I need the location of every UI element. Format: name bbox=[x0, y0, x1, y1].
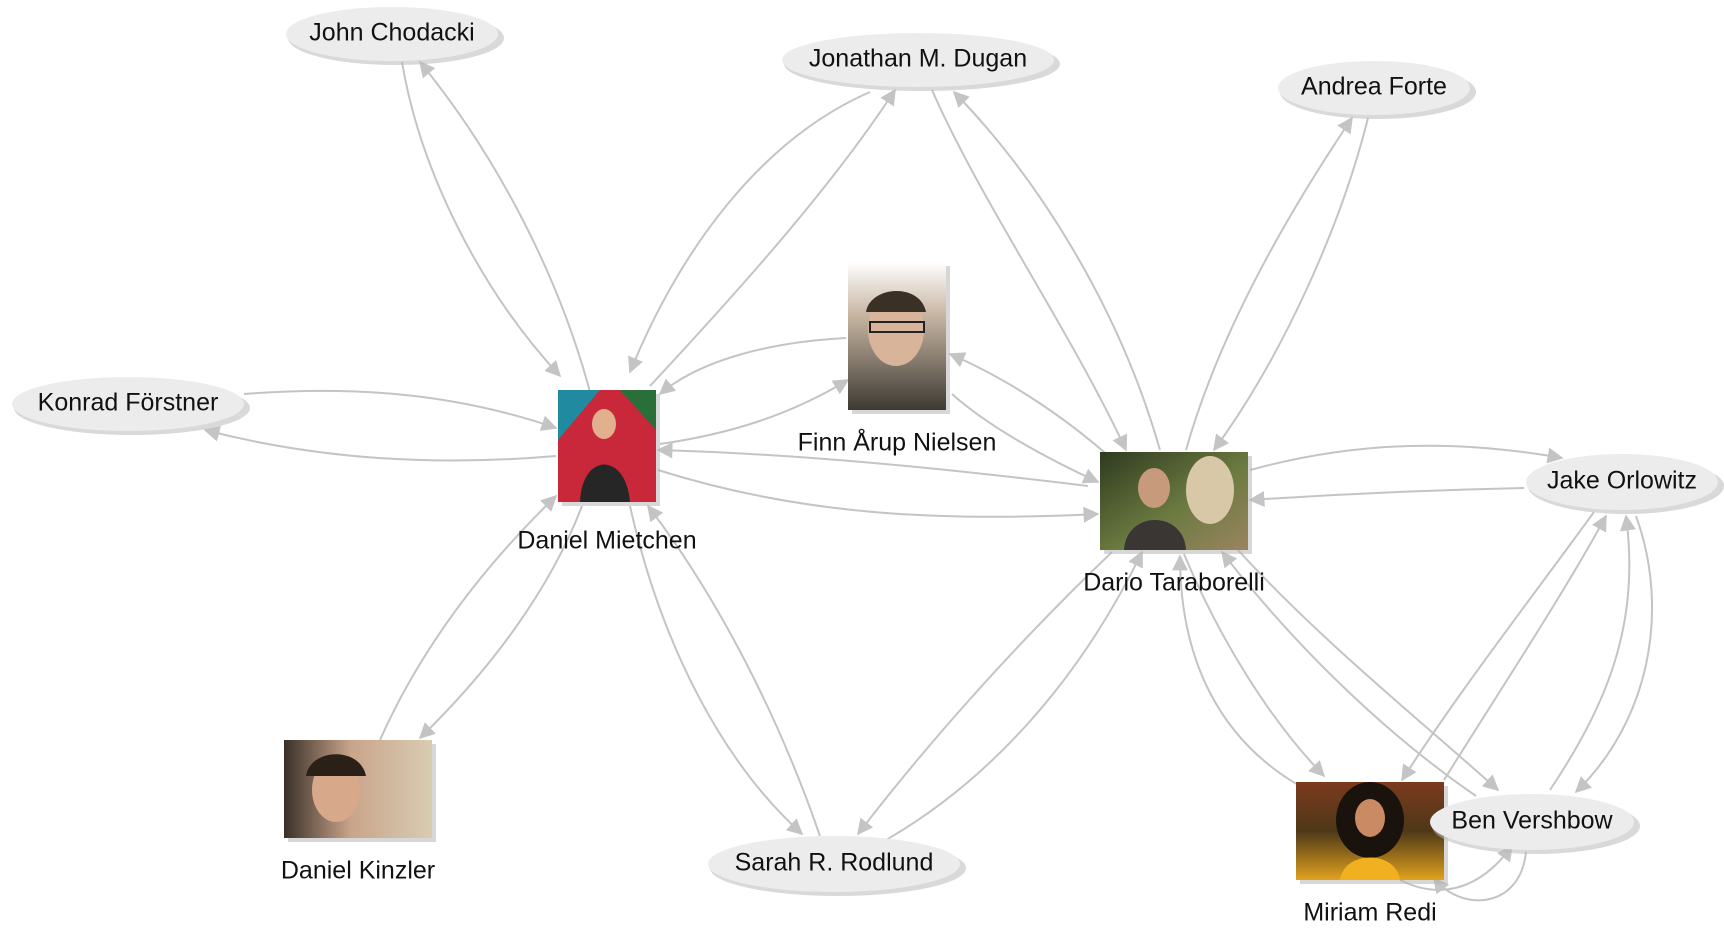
hair-shape bbox=[306, 754, 366, 776]
node-label: Dario Taraborelli bbox=[1083, 569, 1265, 597]
edge-andrea-to-dario bbox=[1213, 117, 1369, 452]
edge-danielm-to-finn bbox=[659, 379, 850, 445]
node-ellipse bbox=[782, 33, 1054, 87]
node-label: Ben Vershbow bbox=[1451, 807, 1613, 835]
node-label: Finn Årup Nielsen bbox=[798, 427, 997, 457]
edge-ben-to-miriam bbox=[1433, 851, 1527, 902]
node-label: Daniel Kinzler bbox=[281, 857, 435, 885]
node-sarah-r-rodlund[interactable]: Sarah R. Rodlund bbox=[708, 836, 966, 896]
node-ellipse bbox=[12, 377, 244, 431]
face-shape bbox=[1355, 799, 1385, 837]
glasses-shape bbox=[869, 321, 925, 333]
node-ellipse bbox=[1526, 454, 1718, 510]
node-konrad-forstner[interactable]: Konrad Förstner bbox=[12, 377, 250, 435]
edge-danielm-to-konrad bbox=[203, 425, 557, 462]
node-jonathan-m-dugan[interactable]: Jonathan M. Dugan bbox=[782, 33, 1060, 91]
jacket-shape bbox=[1124, 520, 1186, 550]
background-shape bbox=[558, 390, 600, 440]
node-ellipse bbox=[1278, 61, 1470, 115]
edge-dario-to-miriam bbox=[1183, 553, 1326, 778]
edge-dario-to-danielm bbox=[656, 442, 1089, 487]
edge-jonathan-to-dario bbox=[931, 89, 1128, 452]
edge-jake-to-miriam bbox=[1401, 511, 1595, 782]
node-ellipse bbox=[1430, 794, 1634, 850]
node-john-chodacki[interactable]: John Chodacki bbox=[286, 7, 504, 65]
edge-sarah-to-danielm bbox=[647, 504, 821, 837]
edge-dario-to-sarah bbox=[857, 551, 1113, 836]
edge-danielm-to-sarah bbox=[629, 505, 804, 836]
node-label: Jake Orlowitz bbox=[1547, 467, 1697, 495]
node-ellipse bbox=[286, 7, 498, 61]
node-jake-orlowitz[interactable]: Jake Orlowitz bbox=[1526, 454, 1724, 514]
node-label: Andrea Forte bbox=[1301, 73, 1447, 101]
edge-sarah-to-dario bbox=[885, 550, 1143, 841]
edge-dario-to-andrea bbox=[1185, 116, 1353, 451]
top-shape bbox=[1340, 857, 1400, 880]
node-label: Miriam Redi bbox=[1303, 899, 1436, 927]
edge-john-to-danielm bbox=[401, 61, 562, 378]
edge-jonathan-to-danielm bbox=[628, 91, 871, 374]
background-shape bbox=[620, 390, 656, 430]
node-label: Jonathan M. Dugan bbox=[809, 45, 1027, 73]
suit-shape bbox=[580, 464, 630, 502]
node-dario-taraborelli[interactable]: Dario Taraborelli bbox=[1083, 452, 1265, 597]
edge-finn-to-danielm bbox=[658, 337, 847, 396]
node-label: Konrad Förstner bbox=[38, 389, 219, 417]
node-andrea-forte[interactable]: Andrea Forte bbox=[1278, 61, 1476, 119]
node-ben-vershbow[interactable]: Ben Vershbow bbox=[1430, 794, 1640, 854]
edge-jake-to-dario bbox=[1248, 487, 1525, 508]
edge-danielm-to-danielk bbox=[418, 505, 583, 740]
edge-ben-to-dario bbox=[1221, 550, 1477, 797]
face-shape bbox=[1138, 468, 1170, 508]
edge-konrad-to-danielm bbox=[243, 389, 558, 431]
edge-miriam-to-dario bbox=[1172, 554, 1301, 787]
edge-dario-to-jake bbox=[1249, 444, 1564, 471]
hair-shape bbox=[866, 290, 926, 312]
node-ellipse bbox=[708, 836, 960, 892]
node-miriam-redi[interactable]: Miriam Redi bbox=[1296, 782, 1448, 927]
edge-danielm-to-jonathan bbox=[649, 88, 896, 387]
edge-dario-to-ben bbox=[1237, 549, 1500, 792]
node-daniel-mietchen[interactable]: Daniel Mietchen bbox=[517, 390, 697, 555]
edge-danielm-to-john bbox=[418, 60, 591, 393]
edge-jake-to-ben bbox=[1574, 515, 1653, 794]
edges bbox=[203, 60, 1653, 902]
node-finn-arup-nielsen[interactable]: Finn Årup Nielsen bbox=[798, 262, 997, 457]
node-daniel-kinzler[interactable]: Daniel Kinzler bbox=[281, 740, 436, 885]
sculpture-shape bbox=[1186, 456, 1234, 524]
edge-dario-to-finn bbox=[948, 352, 1123, 469]
edge-miriam-to-ben bbox=[1399, 844, 1513, 891]
edge-finn-to-dario bbox=[951, 393, 1100, 484]
node-label: Sarah R. Rodlund bbox=[735, 849, 934, 877]
edge-danielk-to-danielm bbox=[379, 494, 558, 741]
edge-danielm-to-dario bbox=[657, 469, 1100, 523]
edge-miriam-to-jake bbox=[1443, 514, 1607, 781]
node-label: Daniel Mietchen bbox=[517, 527, 696, 555]
face-shape bbox=[592, 409, 616, 439]
node-label: John Chodacki bbox=[309, 19, 474, 47]
edge-ben-to-jake bbox=[1549, 514, 1636, 791]
edge-dario-to-jonathan bbox=[952, 90, 1161, 451]
